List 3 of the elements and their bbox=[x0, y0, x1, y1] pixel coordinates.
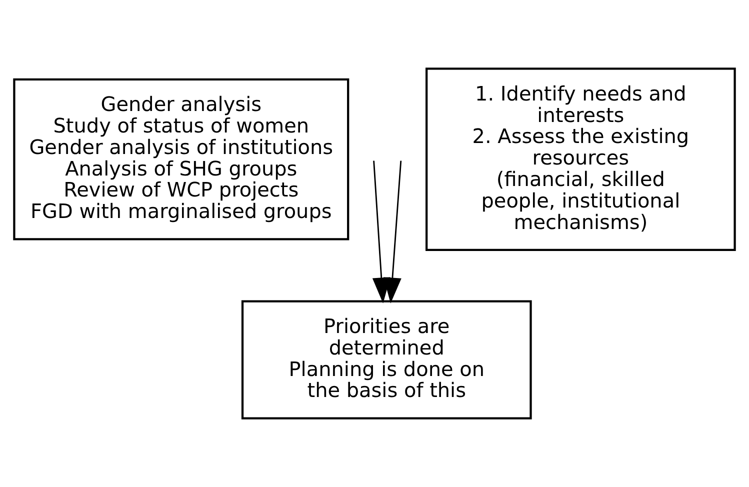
node-box: Gender analysis Study of status of women Gender analysis of institutions Analysis of SHG groups Review of WCP projects FGD with marginalised groups bbox=[13, 78, 350, 240]
node-box: Priorities are determined Planning is done on the basis of this bbox=[241, 300, 532, 420]
node-box: 1. Identify needs and interests 2. Assess the existing resources (financial, skilled people, institutional mechanisms) bbox=[426, 68, 736, 251]
